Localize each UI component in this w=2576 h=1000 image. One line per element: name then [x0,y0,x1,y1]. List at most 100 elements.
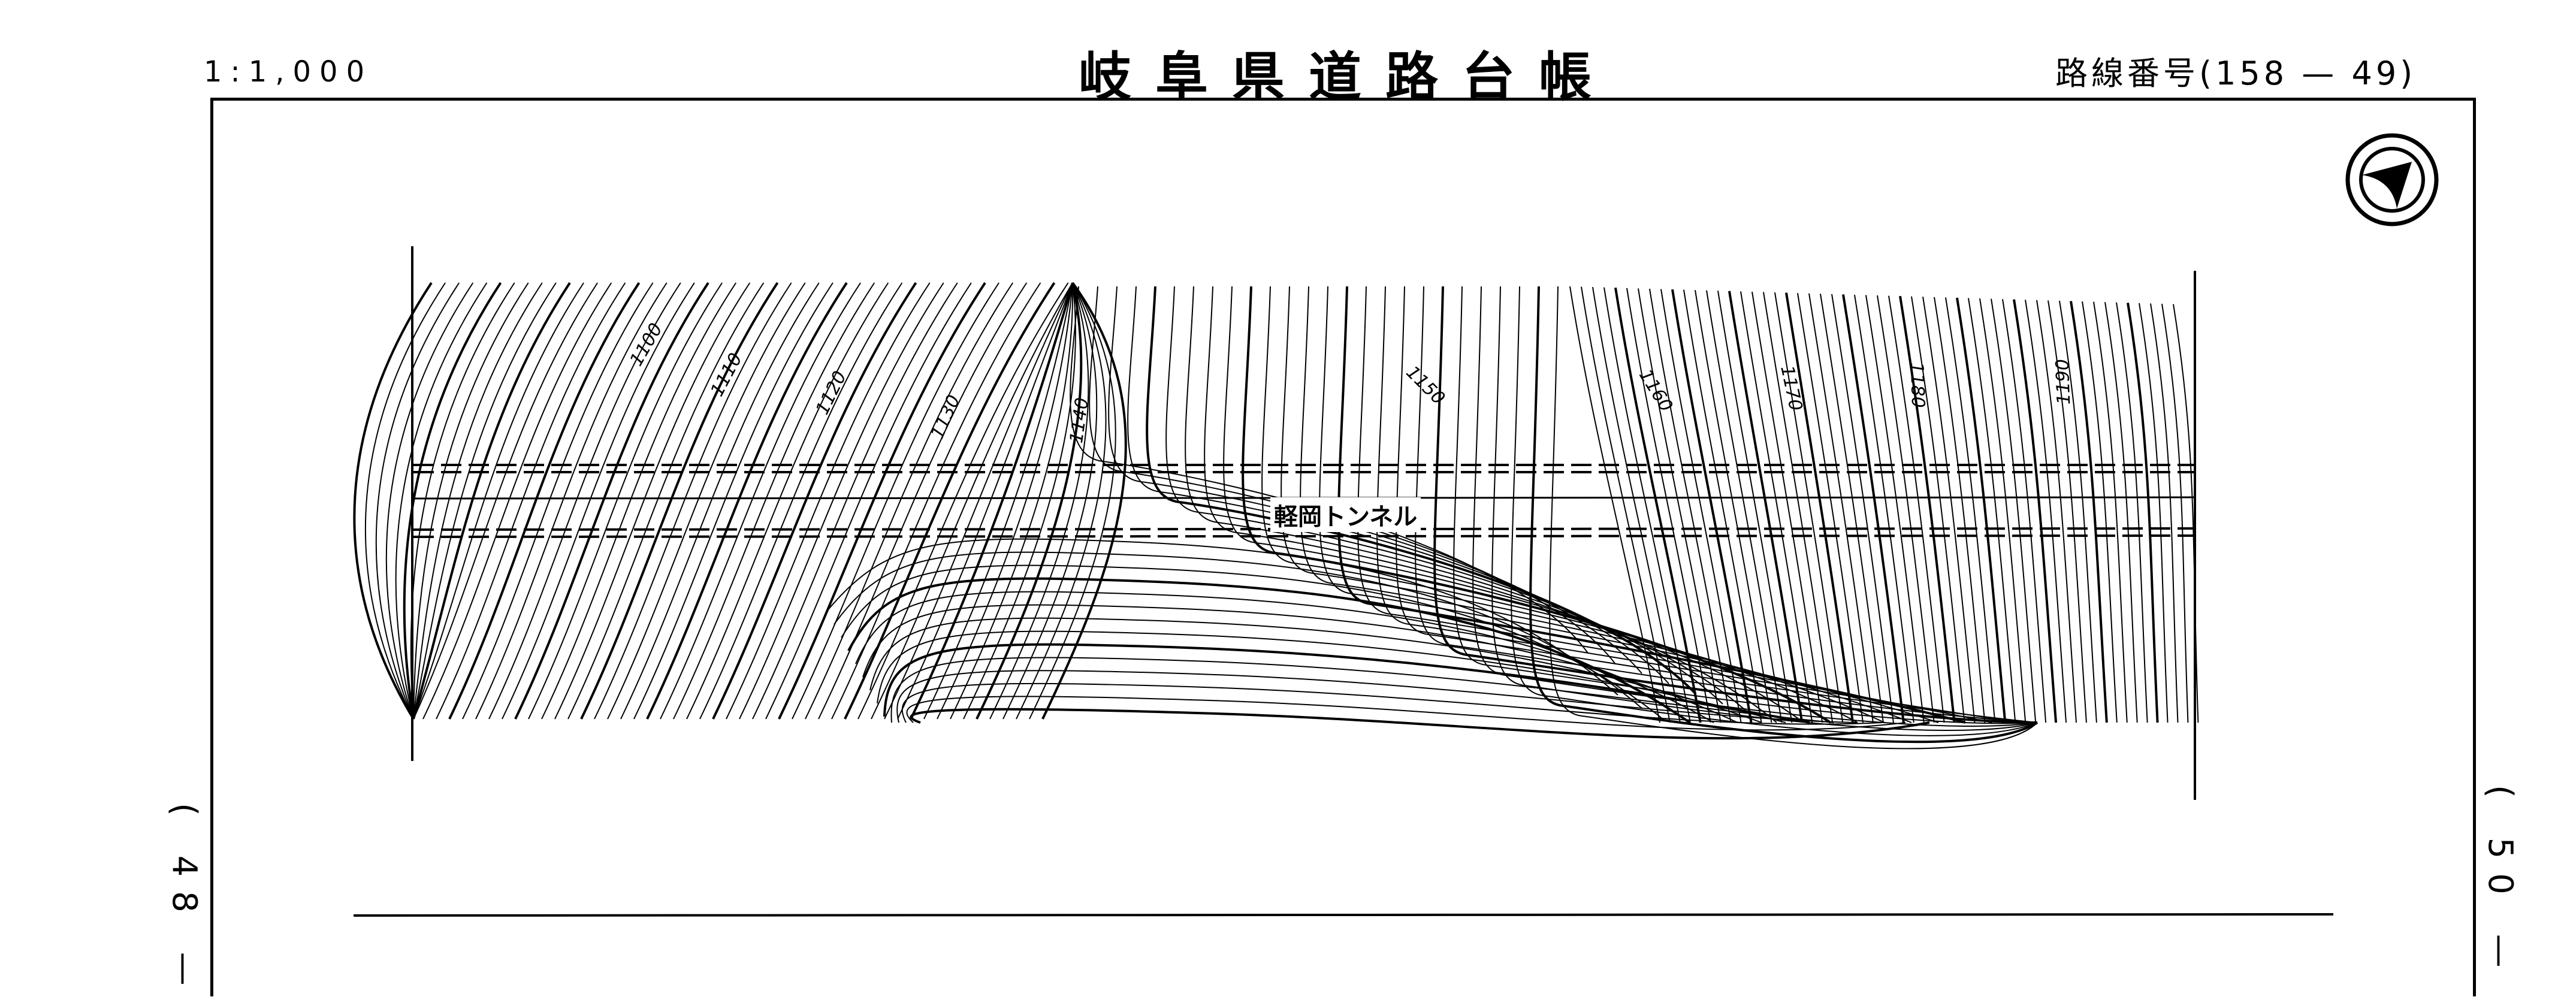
north-arrow-icon [2345,133,2439,226]
bottom-rule [353,913,2334,917]
contour-line [375,282,460,720]
contour-label: 1170 [1776,364,1806,413]
contour-line [395,282,488,720]
contour-line [580,282,779,720]
contour-line [989,282,1089,720]
contour-line [2127,303,2159,723]
contour-line [567,282,765,720]
contour-line [857,282,1069,720]
contour-line [1808,293,1874,723]
contour-line [883,643,1810,724]
contour-label: 1150 [1402,362,1449,409]
contour-line [726,282,931,720]
contour-line [660,282,861,720]
contour-line [607,282,806,720]
contour-line [1831,294,1894,723]
contour-line [448,282,641,720]
contour-line [1728,291,1804,723]
contour-line [831,282,1041,720]
contour-line [1569,286,1660,723]
contour-line [1204,286,1777,723]
contour-line [712,282,917,720]
contour-line [1842,294,1905,723]
contour-line [2104,302,2138,723]
contour-line [502,282,695,720]
contour-line [2093,301,2128,723]
contour-line [2116,302,2148,723]
contour-line [1549,286,2038,750]
contour-line [633,282,833,720]
contour-line [462,282,654,720]
contour-line [1968,298,2016,723]
contour-line [1300,286,1912,723]
contour-line [1626,288,1711,723]
contour-line [673,282,875,720]
contour-line [901,682,1882,725]
contour-line [1956,297,2007,723]
contour-line [1649,288,1732,723]
contour-line [413,282,543,720]
map-frame [210,98,2476,996]
contour-line [1785,292,1855,723]
contour-line [2070,301,2108,723]
contour-line [1695,289,1772,723]
contour-line [1002,282,1098,720]
contour-line [2150,303,2179,723]
contour-line [541,282,737,720]
contour-line [403,282,502,720]
contour-line [385,282,474,720]
contour-line [2036,300,2077,723]
contour-map: 1100 1110 1120 1130 1140 1150 1160 1170 … [353,133,2439,917]
contour-line [923,282,1073,720]
contour-label: 1160 [1635,365,1677,415]
contour-line [906,696,1906,731]
contour-line [475,282,668,720]
contour-line [1415,286,2038,723]
contour-line [1763,292,1834,723]
contour-line [805,282,1014,720]
contour-line [1603,287,1691,723]
contour-line [833,551,1642,709]
contour-line [620,282,820,720]
contour-line [1854,294,1914,723]
contour-line [410,282,515,720]
contour-line [2139,303,2169,723]
contour-line [847,577,1691,724]
contour-line [528,282,723,720]
contour-line [646,282,848,720]
road-edge-dashed [413,534,2196,538]
contour-line [686,282,889,720]
contour-line [1865,295,1925,723]
contour-label: 1110 [706,350,747,400]
contour-line [1717,291,1793,723]
contour-label: 1180 [1906,362,1929,409]
contour-line [976,282,1083,720]
contour-line [862,604,1738,723]
contour-line [364,282,446,720]
contour-line [739,282,944,720]
contour-line [1433,286,2038,724]
contour-line [826,538,1618,696]
contour-line [1797,293,1864,723]
contour-line [413,282,599,720]
contour-line [937,282,1073,720]
contour-line [1376,286,2020,723]
contour-line [1453,286,2038,724]
contour-line [1016,282,1107,720]
contour-line [1945,297,1996,723]
contour-line [2161,303,2189,723]
contour-line [869,617,1762,723]
contour-line [2025,300,2067,723]
contour-line [2047,300,2087,723]
contour-line [413,282,584,720]
contour-line [1671,289,1753,723]
contour-line [1706,290,1783,723]
contour-line [353,282,433,720]
contour-line [412,282,571,720]
contour-line [1740,291,1813,723]
contour-line [2059,300,2097,723]
contour-line [2013,299,2058,723]
contour-line [963,282,1076,720]
contour-line [1638,288,1722,723]
contour-line [1877,295,1935,723]
